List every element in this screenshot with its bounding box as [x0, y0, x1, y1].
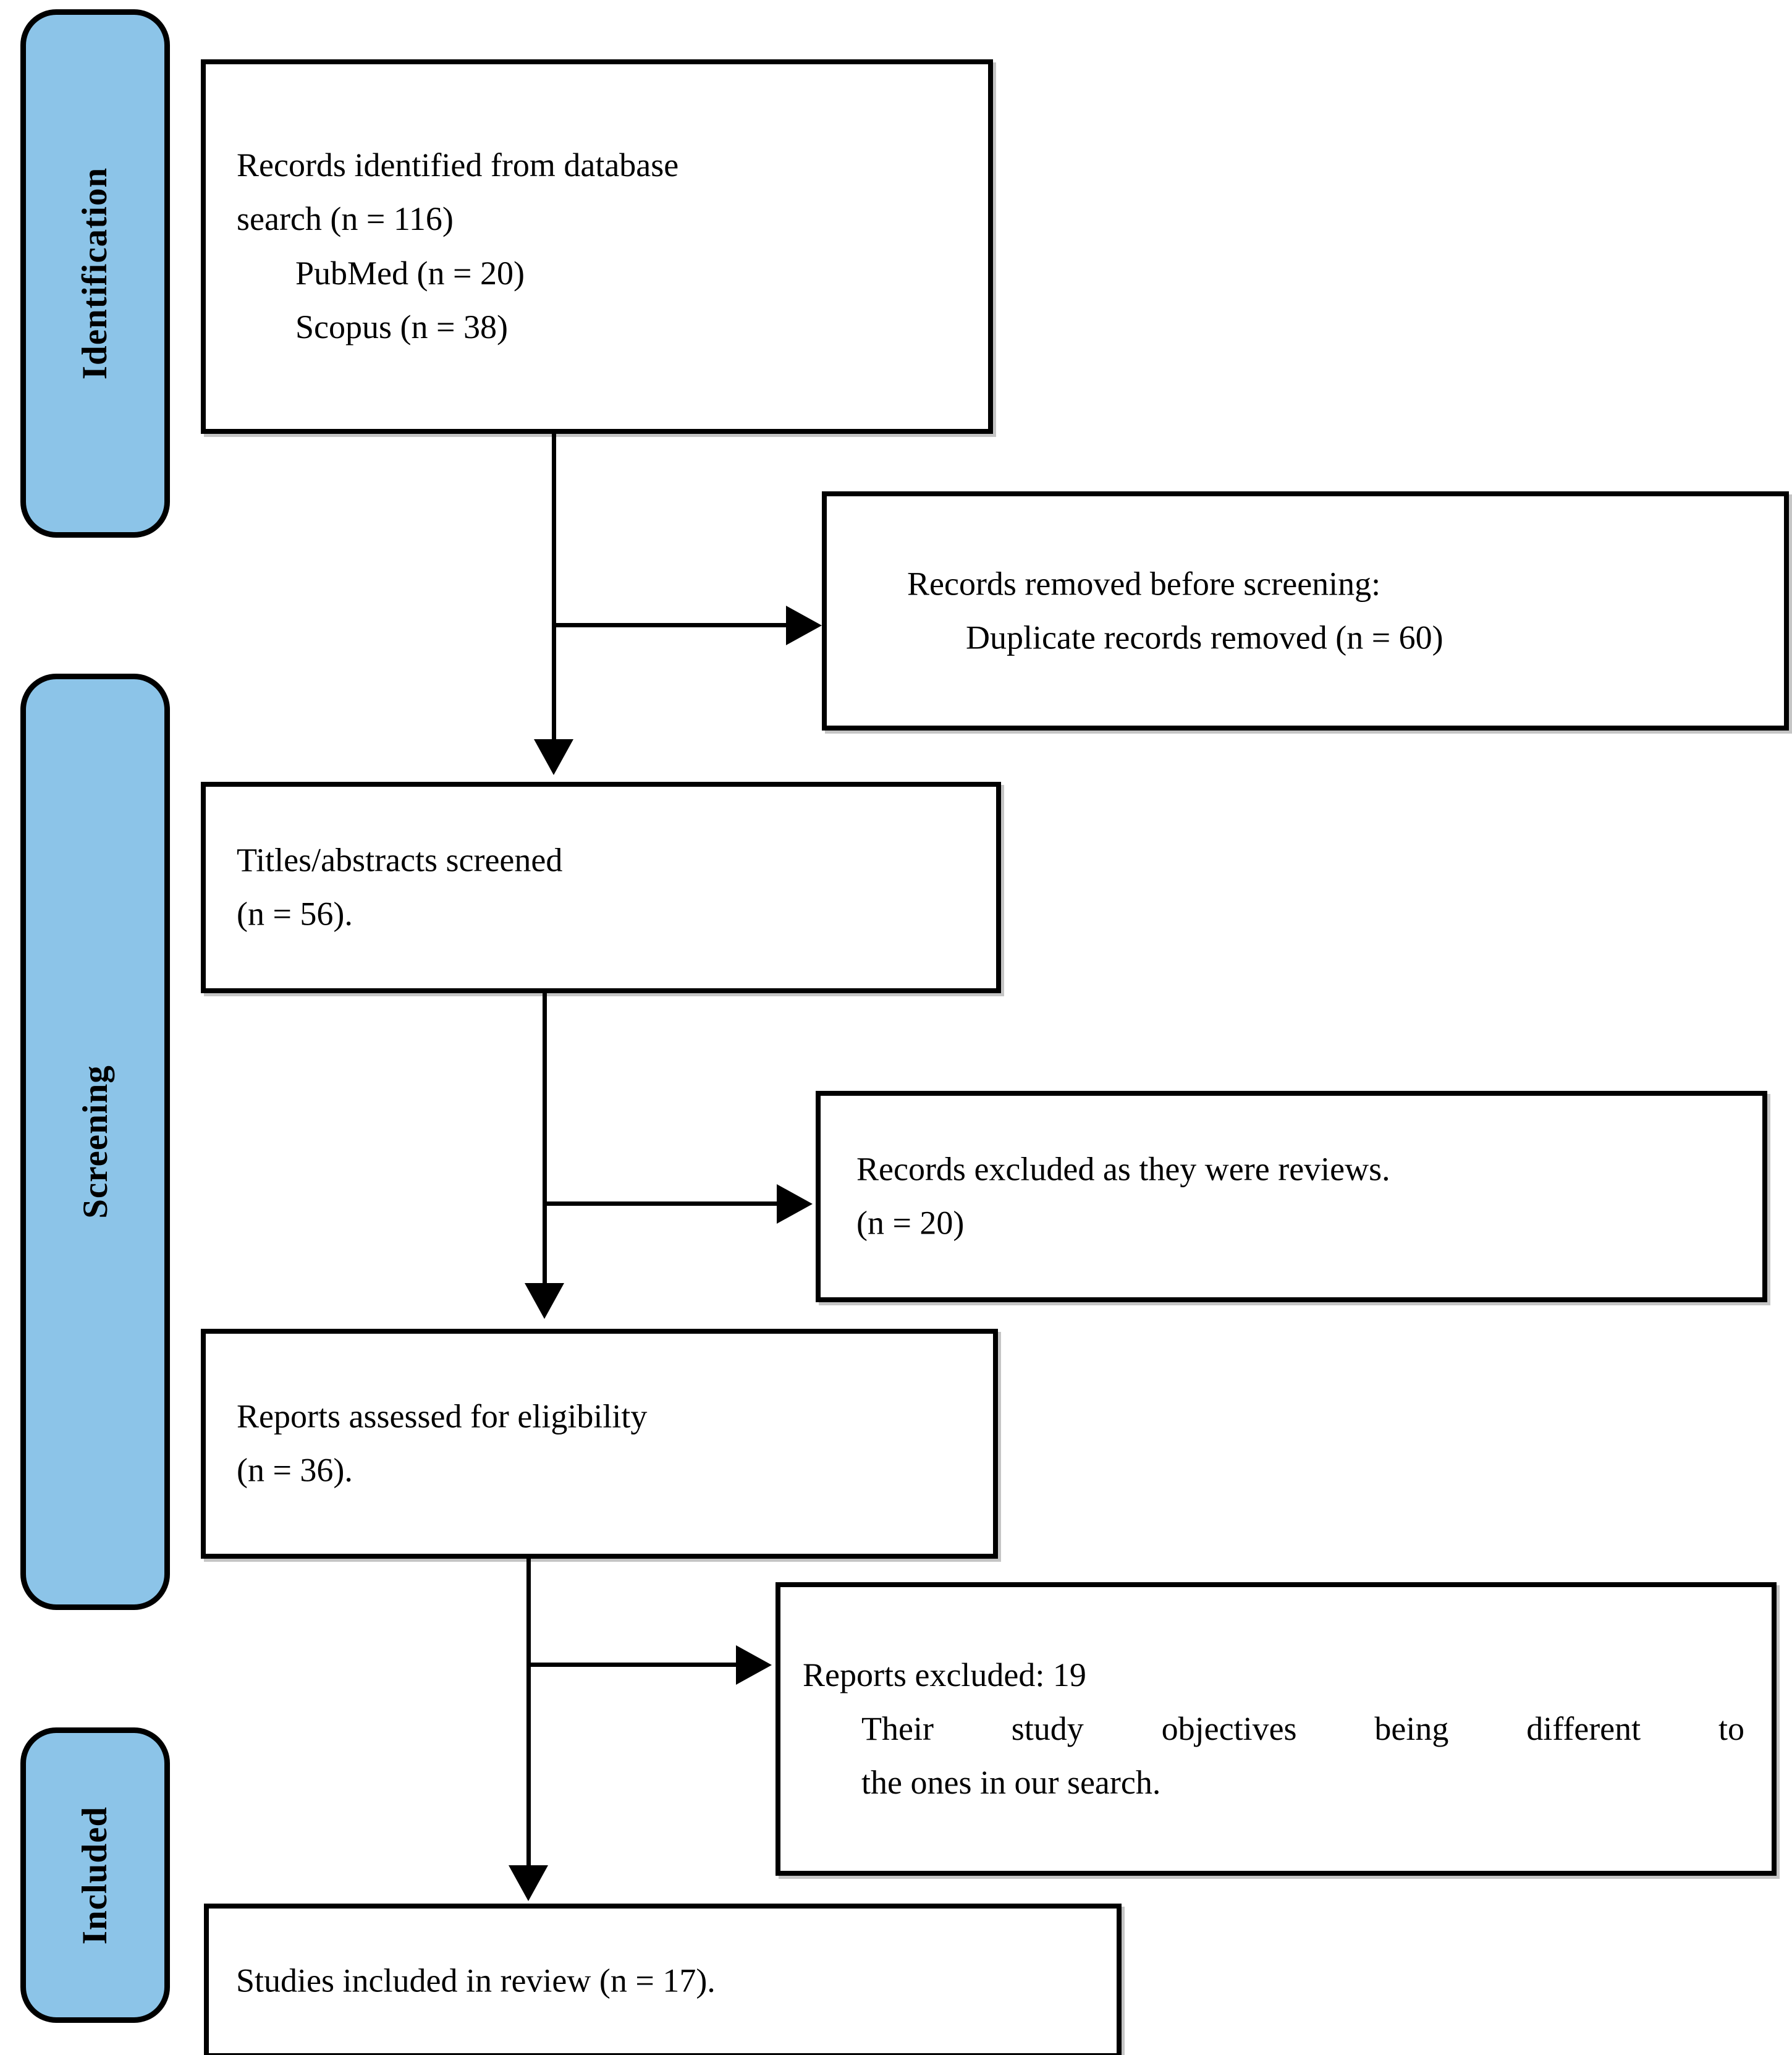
text-line-duplicates: Duplicate records removed (n = 60) — [966, 619, 1443, 656]
box-records-identified-text: Records identified from database search … — [237, 138, 971, 355]
arrowhead-down-to-eligibility — [525, 1283, 564, 1319]
arrowhead-down-to-screened — [534, 739, 573, 775]
text-line: Reports excluded: 19 — [803, 1656, 1086, 1693]
box-studies-included: Studies included in review (n = 17). — [204, 1904, 1122, 2055]
box-records-excluded-reviews: Records excluded as they were reviews. (… — [816, 1091, 1767, 1302]
stage-pill-screening: Screening — [20, 674, 170, 1610]
connector-line-eligibility-to-included — [526, 1559, 531, 1880]
stage-label-included: Included — [75, 1806, 115, 1944]
connector-line-identified-to-screened — [552, 434, 556, 746]
text-line: (n = 56). — [237, 896, 353, 933]
text-line: Studies included in review (n = 17). — [236, 1962, 716, 1999]
stage-label-screening: Screening — [75, 1065, 115, 1219]
box-reports-excluded-text: Reports excluded: 19 Their study objecti… — [803, 1648, 1744, 1810]
stage-pill-included: Included — [20, 1727, 170, 2023]
box-titles-abstracts-screened-text: Titles/abstracts screened (n = 56). — [237, 834, 979, 942]
box-titles-abstracts-screened: Titles/abstracts screened (n = 56). — [201, 782, 1001, 993]
connector-line-screened-to-eligibility — [543, 993, 547, 1290]
text-line-scopus: Scopus (n = 38) — [295, 308, 508, 346]
connector-line-to-duplicates — [554, 623, 788, 627]
box-records-removed-text: Records removed before screening: Duplic… — [907, 557, 1767, 665]
text-line: Reports assessed for eligibility — [237, 1397, 648, 1435]
text-line: Their study objectives being different t… — [861, 1710, 1744, 1747]
text-line: Records excluded as they were reviews. — [856, 1150, 1390, 1188]
box-reports-excluded: Reports excluded: 19 Their study objecti… — [776, 1582, 1777, 1876]
arrowhead-right-to-reviews-excluded — [777, 1184, 813, 1224]
text-line: the ones in our search. — [861, 1764, 1161, 1802]
text-line: search (n = 116) — [237, 200, 454, 238]
text-line: (n = 20) — [856, 1205, 965, 1242]
connector-line-to-reports-excluded — [528, 1663, 738, 1667]
arrowhead-right-to-duplicates — [786, 606, 822, 645]
connector-line-to-reviews-excluded — [544, 1201, 779, 1206]
text-line: Records removed before screening: — [907, 565, 1381, 603]
text-line-pubmed: PubMed (n = 20) — [295, 255, 525, 292]
box-studies-included-text: Studies included in review (n = 17). — [236, 1954, 1099, 2007]
arrowhead-right-to-reports-excluded — [736, 1645, 772, 1685]
text-line: Records identified from database — [237, 146, 679, 184]
box-reports-assessed-eligibility-text: Reports assessed for eligibility (n = 36… — [237, 1390, 976, 1498]
text-line: (n = 36). — [237, 1452, 353, 1489]
text-line: Titles/abstracts screened — [237, 841, 563, 879]
box-reports-assessed-eligibility: Reports assessed for eligibility (n = 36… — [201, 1329, 998, 1559]
stage-pill-identification: Identification — [20, 9, 170, 538]
arrowhead-down-to-included — [509, 1865, 548, 1901]
box-records-removed: Records removed before screening: Duplic… — [822, 491, 1789, 731]
box-records-excluded-reviews-text: Records excluded as they were reviews. (… — [856, 1143, 1745, 1251]
box-records-identified: Records identified from database search … — [201, 59, 993, 434]
stage-label-identification: Identification — [75, 167, 115, 380]
